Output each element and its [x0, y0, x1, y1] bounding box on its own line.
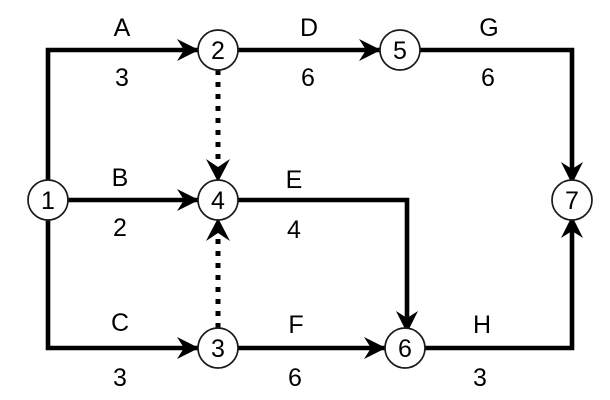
edge-dummy-2-4[interactable] — [206, 70, 230, 182]
edge-H-path — [425, 218, 575, 351]
node-5-label: 5 — [393, 37, 407, 65]
node-1-circle — [27, 179, 69, 221]
edge-H-activity-label: H — [473, 311, 491, 339]
edge-dummy-2-4-arrowhead — [206, 159, 230, 182]
edge-C-arrowhead — [177, 337, 199, 359]
edge-B-activity-label: B — [112, 164, 129, 192]
edge-E-duration-label: 4 — [287, 216, 301, 244]
edge-G-duration-label: 6 — [481, 64, 495, 92]
edge-A-activity-label: A — [114, 14, 131, 42]
edge-B-duration-label: 2 — [113, 214, 127, 242]
node-2[interactable]: 2 — [197, 29, 239, 71]
edge-C-path — [45, 200, 201, 351]
node-7[interactable]: 7 — [551, 179, 593, 221]
node-6-circle — [384, 327, 426, 369]
edge-B[interactable] — [68, 189, 201, 211]
edge-H-arrowhead — [561, 216, 583, 238]
edge-F-activity-label: F — [288, 311, 303, 339]
edge-G-arrowhead — [561, 162, 583, 184]
node-5[interactable]: 5 — [379, 29, 421, 71]
node-4[interactable]: 4 — [197, 179, 239, 221]
edge-D-activity-label: D — [300, 14, 318, 42]
node-4-circle — [197, 179, 239, 221]
edge-F-arrowhead — [364, 337, 386, 359]
edge-C-duration-label: 3 — [113, 364, 127, 392]
edge-D-duration-label: 6 — [301, 64, 315, 92]
node-2-circle — [197, 29, 239, 71]
edge-H[interactable] — [425, 216, 583, 351]
node-3-circle — [197, 327, 239, 369]
edge-A-arrowhead — [177, 39, 199, 61]
edge-E-path — [238, 197, 410, 331]
node-3-label: 3 — [211, 335, 225, 363]
edge-H-duration-label: 3 — [473, 364, 487, 392]
edge-A-path — [45, 47, 201, 200]
edge-A[interactable] — [45, 39, 201, 200]
edge-C-activity-label: C — [111, 309, 129, 337]
node-1-label: 1 — [41, 187, 55, 215]
node-2-label: 2 — [211, 37, 225, 65]
node-3[interactable]: 3 — [197, 327, 239, 369]
edge-E-activity-label: E — [286, 166, 303, 194]
edge-D[interactable] — [238, 39, 383, 61]
edge-F-duration-label: 6 — [288, 364, 302, 392]
node-7-circle — [551, 179, 593, 221]
edge-G[interactable] — [420, 47, 583, 184]
edge-G-activity-label: G — [479, 14, 498, 42]
edge-E[interactable] — [238, 197, 418, 333]
node-6-label: 6 — [398, 335, 412, 363]
node-1[interactable]: 1 — [27, 179, 69, 221]
edge-B-arrowhead — [177, 189, 199, 211]
edge-A-duration-label: 3 — [115, 64, 129, 92]
edge-dummy-3-4[interactable] — [206, 218, 230, 328]
edge-G-path — [420, 47, 575, 182]
edge-C[interactable] — [45, 200, 201, 359]
node-7-label: 7 — [565, 187, 579, 215]
node-4-label: 4 — [211, 187, 225, 215]
node-6[interactable]: 6 — [384, 327, 426, 369]
edge-D-arrowhead — [359, 39, 381, 61]
node-5-circle — [379, 29, 421, 71]
edge-F[interactable] — [238, 337, 388, 359]
edge-dummy-3-4-arrowhead — [206, 218, 230, 241]
edge-E-arrowhead — [396, 311, 418, 333]
